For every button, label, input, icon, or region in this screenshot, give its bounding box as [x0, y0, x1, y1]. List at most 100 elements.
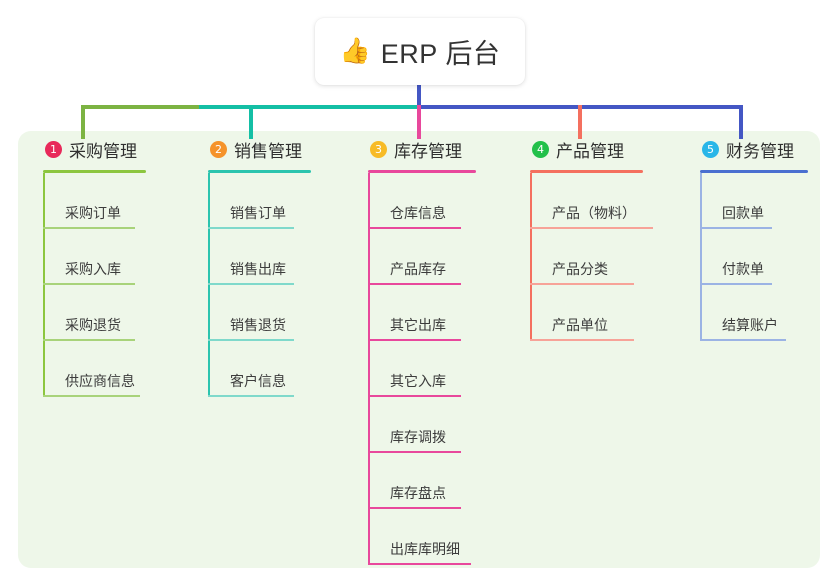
column-header[interactable]: 4 产品管理 [530, 131, 710, 167]
column-badge: 1 [45, 140, 62, 158]
column-sales-management: 2 销售管理 销售订单 销售出库 销售退货 客户信息 [208, 131, 368, 397]
list-item[interactable]: 出库库明细 [368, 509, 538, 565]
list-item[interactable]: 结算账户 [700, 285, 839, 341]
list-item-label: 库存盘点 [390, 485, 446, 501]
column-spine [700, 173, 702, 341]
list-item-underline [208, 395, 294, 397]
list-item[interactable]: 销售订单 [208, 173, 368, 229]
column-spine [208, 173, 210, 397]
list-item-label: 其它入库 [390, 373, 446, 389]
list-item-label: 仓库信息 [390, 205, 446, 221]
column-inventory-management: 3 库存管理 仓库信息 产品库存 其它出库 其它入库 库存调拨 [368, 131, 538, 565]
list-item-underline [530, 339, 634, 341]
list-item[interactable]: 采购订单 [43, 173, 203, 229]
list-item-underline [700, 227, 772, 229]
list-item-underline [208, 227, 294, 229]
list-item[interactable]: 产品单位 [530, 285, 710, 341]
connector-drop-2 [249, 105, 253, 139]
list-item-underline [530, 227, 653, 229]
list-item-underline [368, 451, 461, 453]
list-item[interactable]: 采购入库 [43, 229, 203, 285]
list-item-label: 结算账户 [722, 317, 778, 333]
column-title: 产品管理 [556, 141, 624, 161]
list-item-label: 采购订单 [65, 205, 121, 221]
connector-bus-green [81, 105, 201, 109]
column-header[interactable]: 2 销售管理 [208, 131, 368, 167]
list-item[interactable]: 产品（物料） [530, 173, 710, 229]
column-header[interactable]: 1 采购管理 [43, 131, 203, 167]
list-item-underline [368, 507, 461, 509]
list-item-label: 付款单 [722, 261, 764, 277]
connector-drop-1 [81, 105, 85, 139]
list-item-underline [530, 283, 634, 285]
column-title: 库存管理 [394, 141, 462, 161]
list-item-underline [368, 395, 461, 397]
list-item-label: 销售退货 [230, 317, 286, 333]
diagram-panel [18, 131, 820, 568]
list-item-label: 其它出库 [390, 317, 446, 333]
connector-bus-teal [199, 105, 419, 109]
connector-root-stem [417, 85, 421, 107]
column-header[interactable]: 3 库存管理 [368, 131, 538, 167]
list-item-label: 供应商信息 [65, 373, 135, 389]
list-item[interactable]: 库存调拨 [368, 397, 538, 453]
list-item[interactable]: 仓库信息 [368, 173, 538, 229]
list-item[interactable]: 回款单 [700, 173, 839, 229]
column-items: 销售订单 销售出库 销售退货 客户信息 [208, 173, 368, 397]
column-header[interactable]: 5 财务管理 [700, 131, 839, 167]
list-item[interactable]: 销售退货 [208, 285, 368, 341]
list-item[interactable]: 付款单 [700, 229, 839, 285]
list-item-label: 出库库明细 [390, 541, 460, 557]
column-underline [208, 170, 311, 173]
column-product-management: 4 产品管理 产品（物料） 产品分类 产品单位 [530, 131, 710, 341]
list-item-label: 客户信息 [230, 373, 286, 389]
list-item[interactable]: 采购退货 [43, 285, 203, 341]
column-items: 产品（物料） 产品分类 产品单位 [530, 173, 710, 341]
list-item-underline [700, 339, 786, 341]
column-purchase-management: 1 采购管理 采购订单 采购入库 采购退货 供应商信息 [43, 131, 203, 397]
list-item-underline [208, 339, 294, 341]
list-item[interactable]: 产品库存 [368, 229, 538, 285]
list-item[interactable]: 其它入库 [368, 341, 538, 397]
list-item[interactable]: 产品分类 [530, 229, 710, 285]
root-node-title: ERP 后台 [380, 39, 501, 69]
list-item[interactable]: 客户信息 [208, 341, 368, 397]
list-item-underline [208, 283, 294, 285]
list-item-label: 回款单 [722, 205, 764, 221]
list-item-label: 产品（物料） [552, 205, 636, 221]
column-title: 销售管理 [234, 141, 302, 161]
column-title: 采购管理 [69, 141, 137, 161]
column-finance-management: 5 财务管理 回款单 付款单 结算账户 [700, 131, 839, 341]
column-spine [43, 173, 45, 397]
list-item[interactable]: 供应商信息 [43, 341, 203, 397]
column-items: 仓库信息 产品库存 其它出库 其它入库 库存调拨 库存盘点 [368, 173, 538, 565]
list-item-underline [43, 283, 135, 285]
list-item[interactable]: 销售出库 [208, 229, 368, 285]
list-item-underline [368, 227, 461, 229]
list-item[interactable]: 库存盘点 [368, 453, 538, 509]
list-item-underline [368, 339, 461, 341]
column-underline [700, 170, 808, 173]
list-item[interactable]: 其它出库 [368, 285, 538, 341]
root-node-erp-backend[interactable]: 👍 ERP 后台 [315, 18, 525, 85]
connector-drop-3 [417, 105, 421, 139]
list-item-underline [368, 563, 471, 565]
list-item-label: 产品单位 [552, 317, 608, 333]
column-underline [368, 170, 476, 173]
column-spine [530, 173, 532, 341]
column-title: 财务管理 [726, 141, 794, 161]
list-item-label: 采购入库 [65, 261, 121, 277]
column-items: 采购订单 采购入库 采购退货 供应商信息 [43, 173, 203, 397]
list-item-underline [368, 283, 461, 285]
list-item-label: 销售出库 [230, 261, 286, 277]
column-badge: 3 [370, 140, 387, 158]
column-underline [530, 170, 643, 173]
thumbs-up-icon: 👍 [339, 37, 371, 65]
columns-container: 1 采购管理 采购订单 采购入库 采购退货 供应商信息 [0, 131, 839, 568]
list-item-underline [43, 339, 135, 341]
column-badge: 4 [532, 140, 549, 158]
column-spine [368, 173, 370, 565]
connector-drop-5 [739, 105, 743, 139]
list-item-underline [43, 227, 135, 229]
list-item-label: 采购退货 [65, 317, 121, 333]
